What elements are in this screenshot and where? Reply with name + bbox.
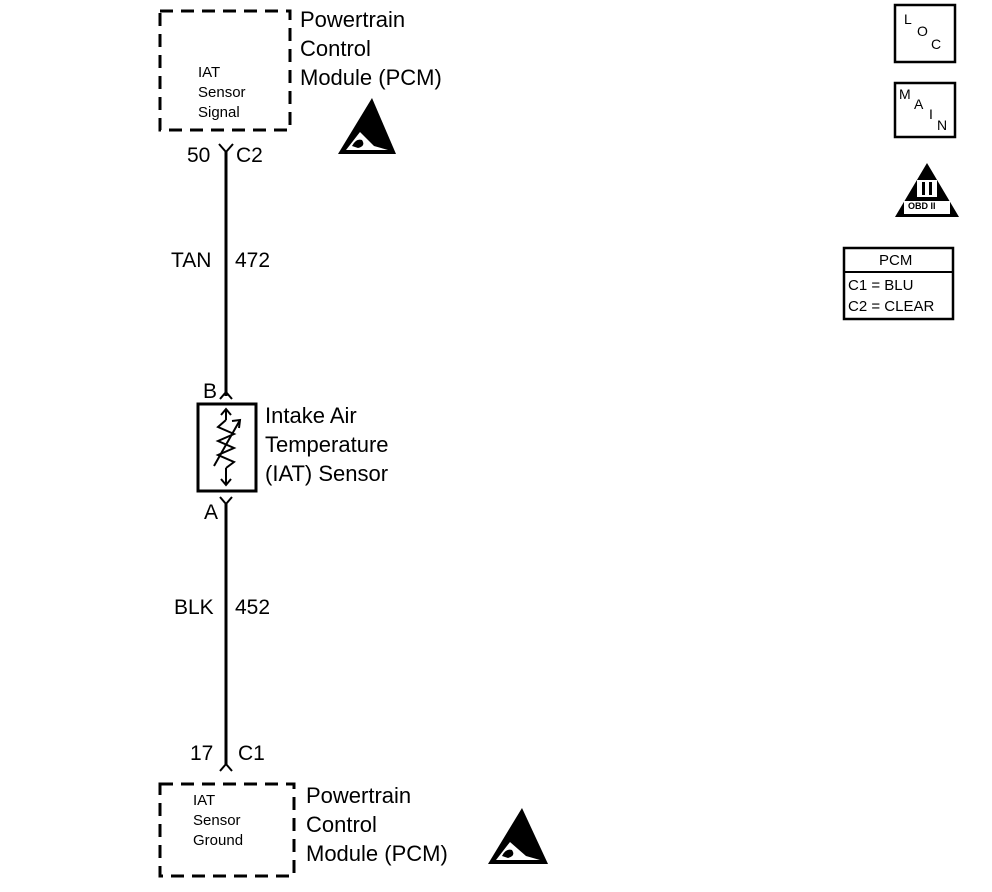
bottom-pin-number: 17 xyxy=(190,742,214,765)
obd-ii-label: OBD II xyxy=(908,201,936,211)
top-pcm-box-label: IAT Sensor Signal xyxy=(198,63,246,123)
main-icon-letter: I xyxy=(929,106,933,122)
bottom-pcm-name-line: Control xyxy=(306,812,377,837)
sensor-pin-a: A xyxy=(204,501,219,524)
main-icon-letter: N xyxy=(937,117,948,133)
top-connector-id: C2 xyxy=(236,144,263,167)
bottom-pcm-box-line: IAT xyxy=(193,792,216,809)
top-pcm-box-line: Signal xyxy=(198,104,240,121)
connector-legend-row: C2 = CLEAR xyxy=(848,298,935,315)
terminal-b xyxy=(219,390,233,400)
iat-sensor-name-line: (IAT) Sensor xyxy=(265,461,389,486)
loc-icon-letter: O xyxy=(917,23,928,39)
top-pcm-dashed-box xyxy=(158,9,292,132)
wire-bottom-circuit: 452 xyxy=(235,596,271,619)
esd-warning-icon-bottom xyxy=(488,808,548,864)
top-pcm-box-line: Sensor xyxy=(198,84,246,101)
thermistor-icon xyxy=(213,407,242,487)
iat-sensor-box xyxy=(196,402,258,493)
main-icon-letter: M xyxy=(899,86,911,102)
top-pcm-name-line: Powertrain xyxy=(300,7,406,32)
iat-sensor-name-line: Intake Air xyxy=(265,403,357,428)
bottom-pcm-box-line: Ground xyxy=(193,832,244,849)
bottom-pcm-name-line: Module (PCM) xyxy=(306,841,448,866)
main-icon-box xyxy=(893,81,957,139)
top-pcm-box-line: IAT xyxy=(198,64,221,81)
terminal-a xyxy=(219,496,233,506)
iat-sensor-name-line: Temperature xyxy=(265,432,389,457)
bottom-pcm-name: Powertrain Control Module (PCM) xyxy=(306,781,448,868)
bottom-pcm-dashed-box xyxy=(158,782,296,878)
bottom-pcm-name-line: Powertrain xyxy=(306,783,412,808)
main-icon-letter: A xyxy=(914,96,924,112)
loc-icon-letter: L xyxy=(904,11,912,27)
terminal-c2-50 xyxy=(218,143,234,154)
bottom-pcm-box-line: Sensor xyxy=(193,812,241,829)
top-pcm-name: Powertrain Control Module (PCM) xyxy=(300,5,442,92)
wire-top-color: TAN xyxy=(171,249,212,272)
bottom-pcm-box-label: IAT Sensor Ground xyxy=(193,791,243,851)
top-pcm-name-line: Control xyxy=(300,36,371,61)
iat-sensor-name: Intake Air Temperature (IAT) Sensor xyxy=(265,401,389,488)
loc-icon-letter: C xyxy=(931,36,942,52)
connector-legend-row: C1 = BLU xyxy=(848,277,914,294)
bottom-connector-id: C1 xyxy=(238,742,265,765)
wire-top-circuit: 472 xyxy=(235,249,271,272)
wire-bottom-color: BLK xyxy=(174,596,214,619)
esd-warning-icon xyxy=(338,98,396,154)
loc-icon-box xyxy=(893,3,957,64)
sensor-pin-b: B xyxy=(203,380,218,403)
connector-legend-title: PCM xyxy=(879,252,913,269)
top-pin-number: 50 xyxy=(187,144,211,167)
obd-ii-icon xyxy=(895,163,959,217)
connector-legend-box xyxy=(842,246,955,321)
top-pcm-name-line: Module (PCM) xyxy=(300,65,442,90)
terminal-c1-17 xyxy=(219,762,233,772)
